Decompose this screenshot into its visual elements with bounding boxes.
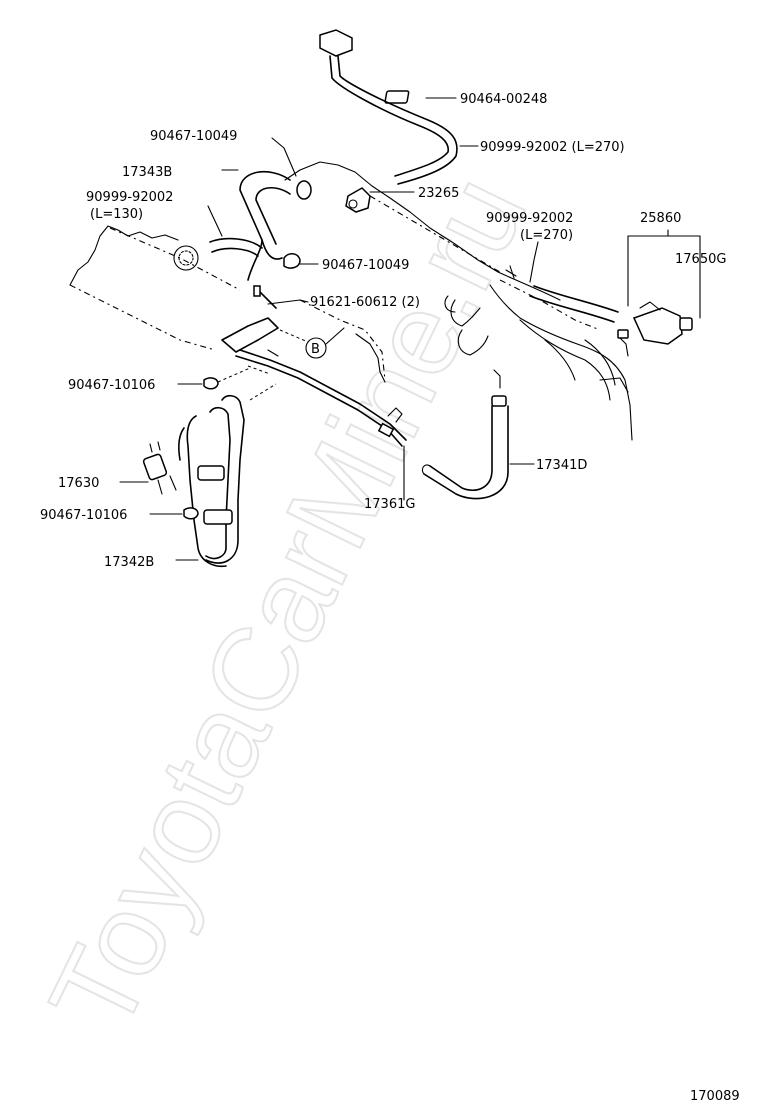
- part-90467-10106-clamp-b: 90467-10106: [40, 507, 199, 523]
- label-90999-92002-left-b: (L=130): [90, 207, 143, 222]
- label-90467-10049-top: 90467-10049: [150, 129, 237, 144]
- part-91621-60612-bolts: 91621-60612 (2) B: [253, 285, 420, 359]
- label-90999-92002-top: 90999-92002 (L=270): [480, 140, 625, 155]
- label-90999-92002-right-a: 90999-92002: [486, 211, 573, 226]
- part-vacuum-hose-right: 90999-92002 (L=270): [486, 211, 619, 323]
- part-17361G-pipe: 17361G: [221, 317, 415, 512]
- part-17342B-hose: 17342B: [104, 394, 245, 570]
- intake-manifold-outline: [444, 271, 633, 441]
- ref-marker-b: B: [311, 342, 320, 357]
- part-90467-10106-clamp-a: 90467-10106: [68, 367, 251, 393]
- label-23265: 23265: [418, 186, 459, 201]
- label-90467-10106-b: 90467-10106: [40, 508, 127, 523]
- part-90467-10049-clamp: 90467-10049: [283, 253, 409, 273]
- label-17361G: 17361G: [364, 497, 415, 512]
- label-90999-92002-right-b: (L=270): [520, 228, 573, 243]
- label-90464-00248: 90464-00248: [460, 92, 547, 107]
- part-vacuum-hose-top: 90999-92002 (L=270): [319, 29, 625, 185]
- diagram-number: 170089: [690, 1089, 740, 1104]
- part-vacuum-hose-left: 90999-92002 (L=130): [86, 190, 263, 271]
- part-25860-vsv-assembly: 25860 17650G: [617, 211, 726, 357]
- label-17342B: 17342B: [104, 555, 154, 570]
- label-17341D: 17341D: [536, 458, 587, 473]
- part-23265-valve: 23265: [345, 186, 501, 273]
- label-17343B: 17343B: [122, 165, 172, 180]
- watermark-text: ToyotaCarMine.ru: [25, 157, 552, 1052]
- part-17343B-hose: 17343B 90467-10049: [122, 129, 312, 281]
- label-90467-10106-a: 90467-10106: [68, 378, 155, 393]
- label-90467-10049-mid: 90467-10049: [322, 258, 409, 273]
- label-17650G: 17650G: [675, 252, 726, 267]
- label-91621-60612: 91621-60612 (2): [310, 295, 420, 310]
- part-17630-vsv: 17630: [58, 441, 177, 495]
- label-25860: 25860: [640, 211, 681, 226]
- label-17630: 17630: [58, 476, 99, 491]
- part-17341D-hose: 17341D: [421, 369, 587, 500]
- part-90464-00248-clip: 90464-00248: [384, 90, 547, 107]
- label-90999-92002-left-a: 90999-92002: [86, 190, 173, 205]
